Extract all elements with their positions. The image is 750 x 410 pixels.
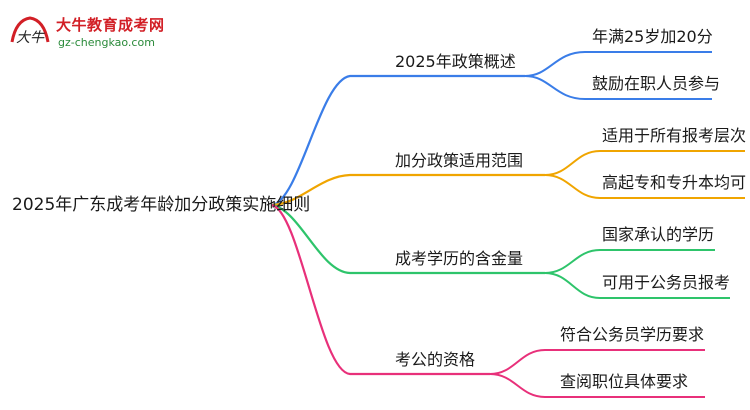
leaf-topic-3-2: 可用于公务员报考	[602, 273, 731, 292]
leaf-topic-2-2: 高起专和专升本均可	[602, 173, 747, 192]
connector-branch-1-child-1	[524, 51, 712, 77]
branch-topic-4: 考公的资格	[395, 350, 476, 369]
connector-branch-3-child-1	[544, 249, 715, 274]
connector-branch-2-child-1	[544, 150, 745, 176]
connector-branch-4-child-2	[489, 373, 705, 398]
leaf-topic-4-1: 符合公务员学历要求	[560, 325, 705, 344]
leaf-topic-1-2: 鼓励在职人员参与	[592, 74, 721, 93]
connector-branch-2-child-2	[544, 174, 745, 199]
connector-branch-3	[271, 203, 545, 275]
svg-text:大牛: 大牛	[16, 30, 45, 46]
branch-topic-2: 加分政策适用范围	[395, 151, 524, 170]
connector-branch-4-child-1	[489, 349, 705, 375]
leaf-topic-1-1: 年满25岁加20分	[592, 27, 713, 46]
branch-topic-3: 成考学历的含金量	[395, 249, 524, 268]
logo-seal-icon: 大牛	[10, 16, 50, 46]
connector-branch-1-child-2	[524, 75, 712, 100]
connector-branch-4	[271, 203, 490, 376]
connector-branch-1	[271, 74, 525, 207]
root-topic: 2025年广东成考年龄加分政策实施细则	[12, 195, 311, 215]
leaf-topic-3-1: 国家承认的学历	[602, 225, 715, 244]
site-logo: 大牛 大牛教育成考网 gz-chengkao.com	[8, 8, 178, 56]
logo-title: 大牛教育成考网	[56, 16, 165, 34]
branch-topic-1: 2025年政策概述	[395, 52, 516, 71]
leaf-topic-2-1: 适用于所有报考层次	[602, 126, 747, 145]
leaf-topic-4-2: 查阅职位具体要求	[560, 372, 689, 391]
connector-branch-3-child-2	[544, 272, 730, 299]
connector-branch-2	[271, 173, 545, 207]
logo-url: gz-chengkao.com	[58, 36, 155, 49]
